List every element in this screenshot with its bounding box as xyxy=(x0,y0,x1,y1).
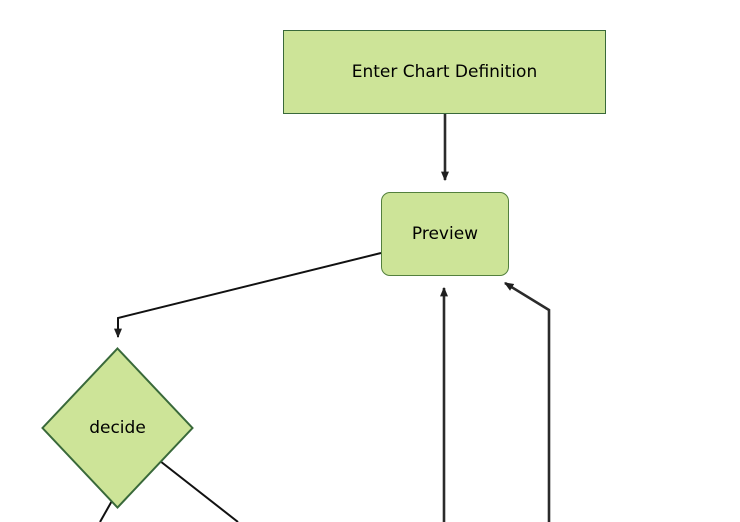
node-enter-chart-definition[interactable]: Enter Chart Definition xyxy=(283,30,606,114)
decide-diamond-shape xyxy=(41,347,194,509)
node-preview[interactable]: Preview xyxy=(381,192,509,276)
node-decide[interactable]: decide xyxy=(41,347,194,509)
node-decide-label: decide xyxy=(89,418,146,438)
edge-bottom-right-to-preview xyxy=(504,281,551,522)
node-enter-chart-definition-label: Enter Chart Definition xyxy=(351,61,538,82)
edge-decide-bottom-out xyxy=(99,498,114,522)
node-preview-label: Preview xyxy=(411,223,479,244)
edge-preview-to-decide xyxy=(114,252,382,339)
edge-decide-right-out xyxy=(159,460,239,522)
